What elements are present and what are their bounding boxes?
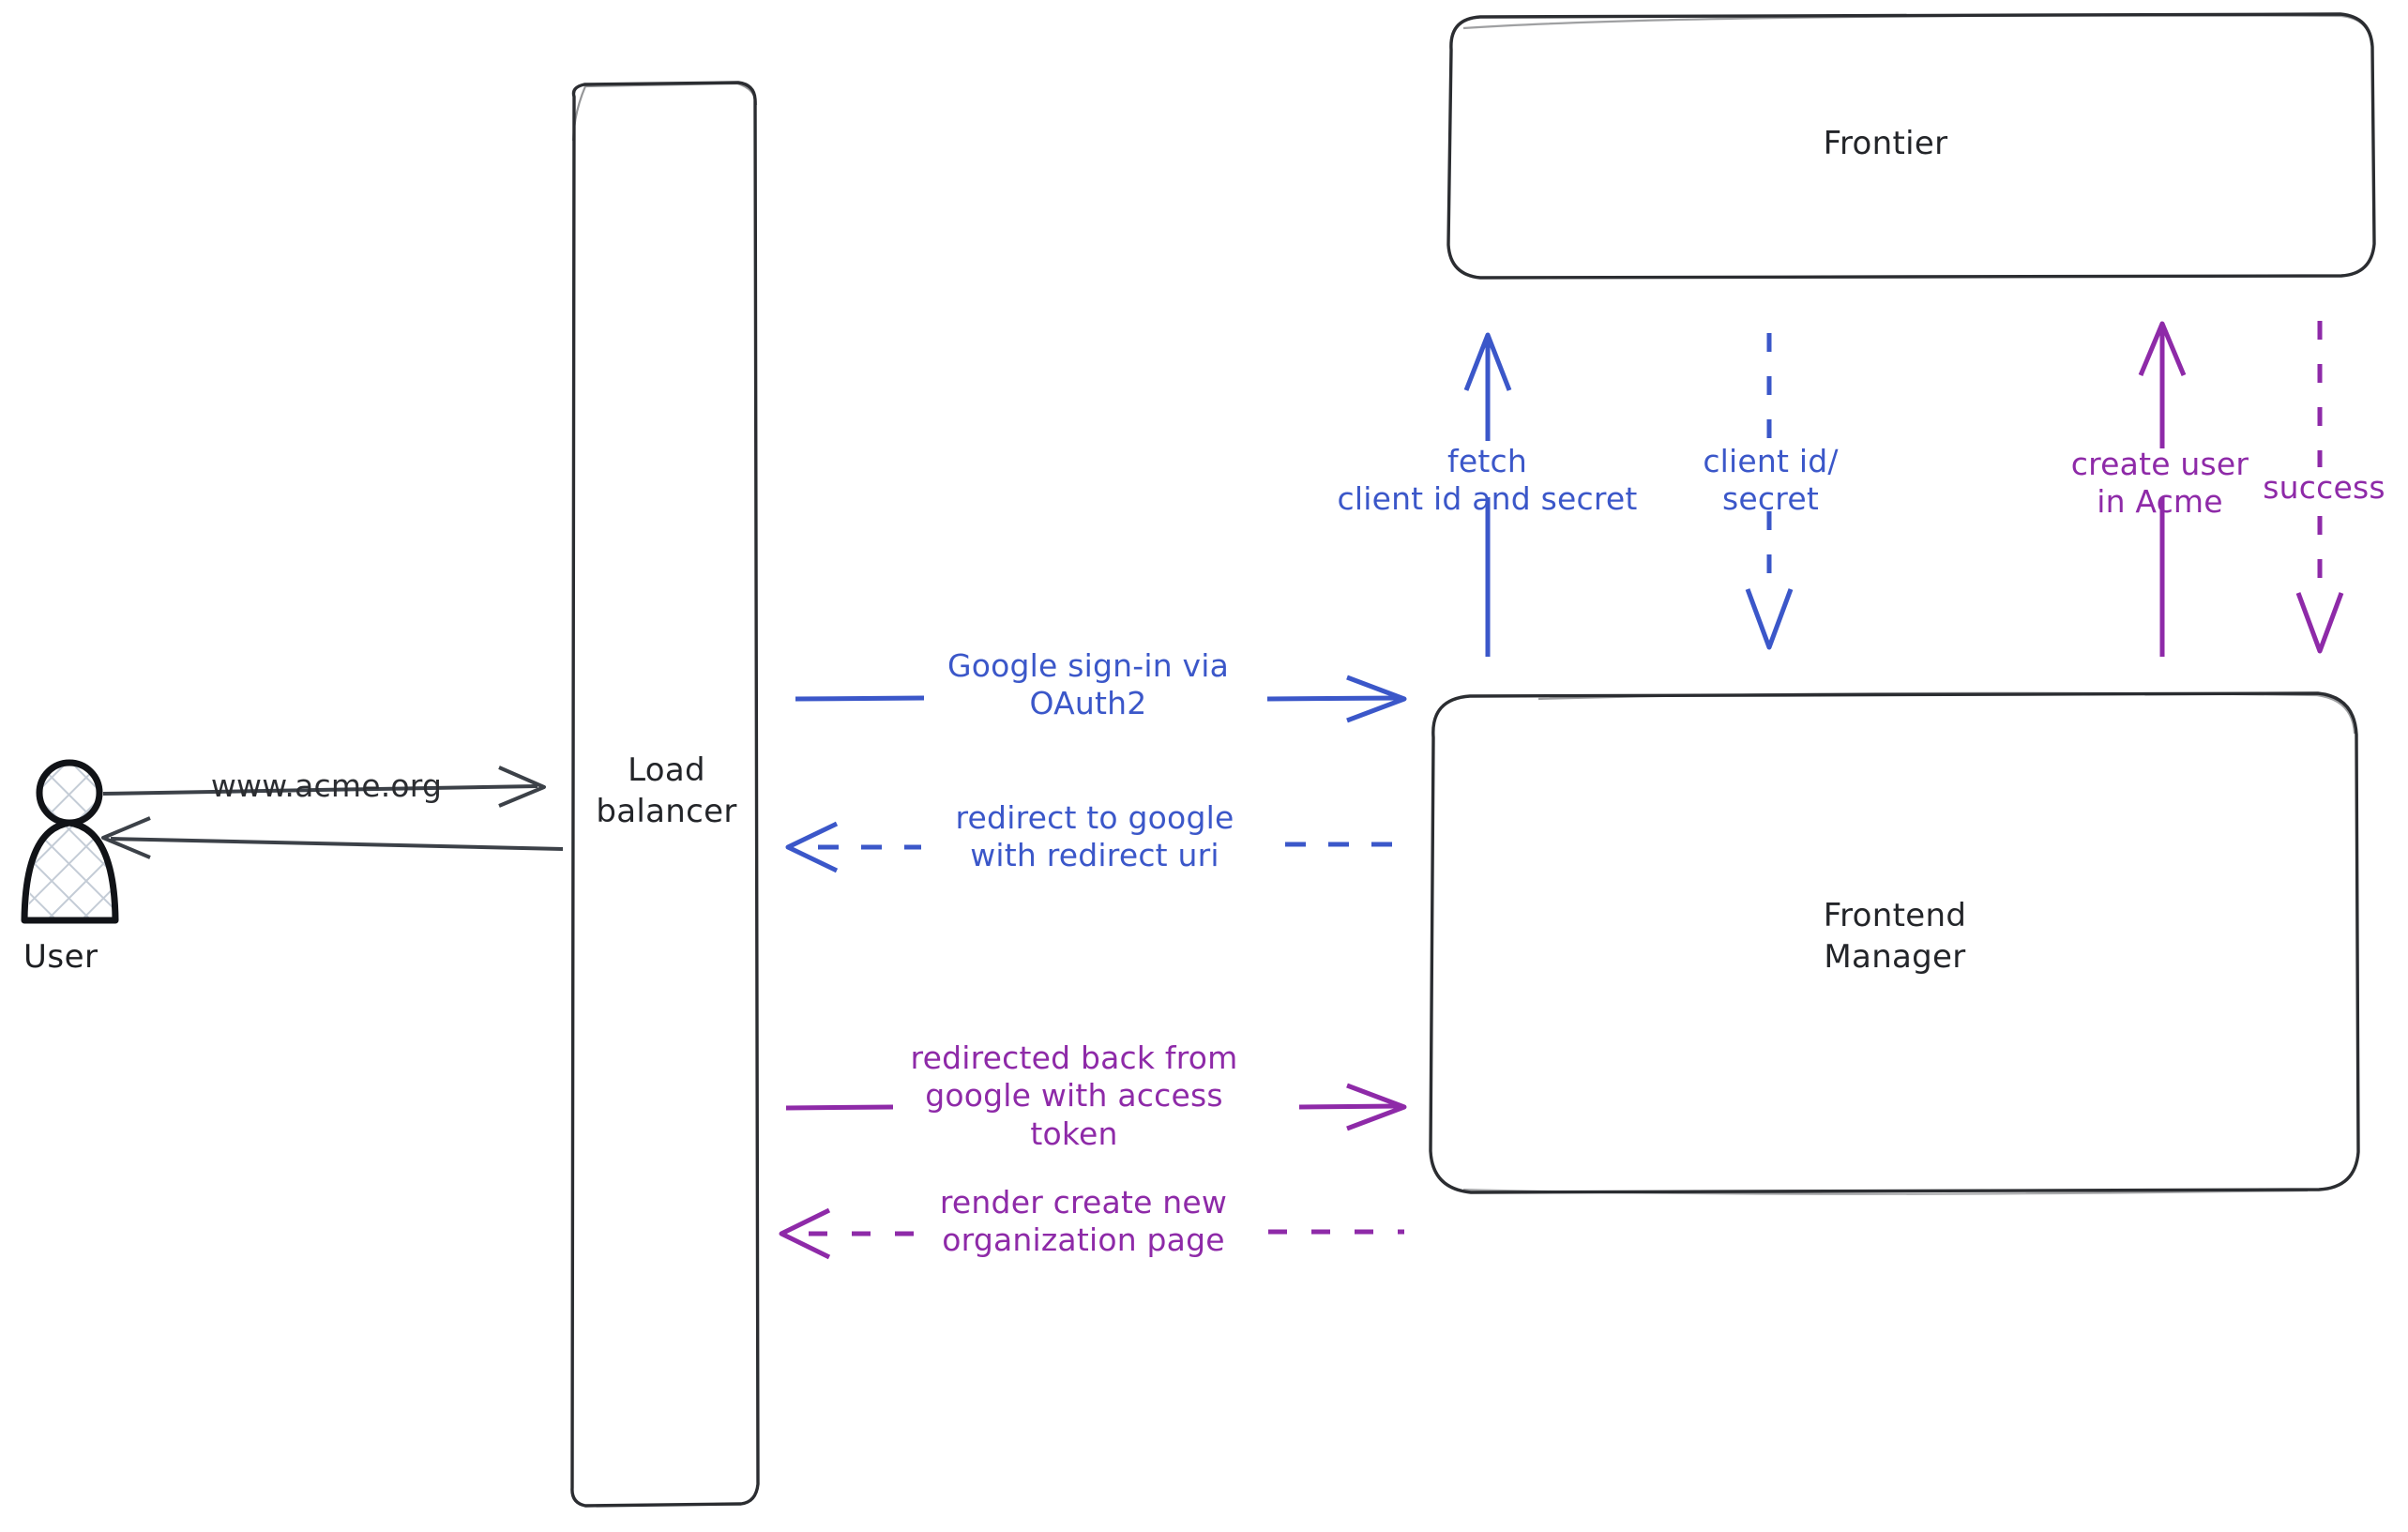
edge-user-to-lb [102, 766, 546, 808]
edge-lb-to-user [101, 816, 564, 859]
node-load-balancer[interactable] [570, 81, 760, 1508]
node-frontend-manager[interactable] [1429, 691, 2360, 1195]
edge-frontier-to-fm-success [2295, 321, 2344, 654]
edge-label-frontier-to-fm-creds: client id/ secret [1703, 443, 1839, 518]
edge-frontier-to-fm-creds [1745, 333, 1794, 650]
edge-lb-to-fm-signin [795, 675, 1407, 723]
edge-fm-to-lb-render [779, 1207, 1404, 1260]
edge-label-lb-to-fm-signin: Google sign-in via OAuth2 [947, 647, 1230, 722]
edge-label-fm-to-frontier-fetch: fetch client id and secret [1337, 443, 1638, 518]
edge-label-fm-to-lb-redirect: redirect to google with redirect uri [955, 799, 1234, 874]
edge-label-user-to-lb: www.acme.org [210, 767, 443, 804]
edge-label-frontier-to-fm-success: success [2263, 469, 2385, 506]
actor-label-user: User [23, 938, 98, 976]
edge-lb-to-fm-token [785, 1083, 1407, 1131]
edge-fm-to-frontier-fetch [1463, 332, 1512, 657]
edge-label-fm-to-lb-render: render create new organization page [939, 1184, 1228, 1259]
edge-fm-to-frontier-create [2138, 321, 2187, 657]
actor-user[interactable] [21, 759, 119, 924]
node-frontier[interactable] [1446, 12, 2376, 280]
edge-label-lb-to-fm-token: redirected back from google with access … [910, 1039, 1238, 1152]
edge-label-fm-to-frontier-create: create user in Acme [2070, 446, 2249, 521]
edge-fm-to-lb-redirect [785, 821, 1404, 873]
